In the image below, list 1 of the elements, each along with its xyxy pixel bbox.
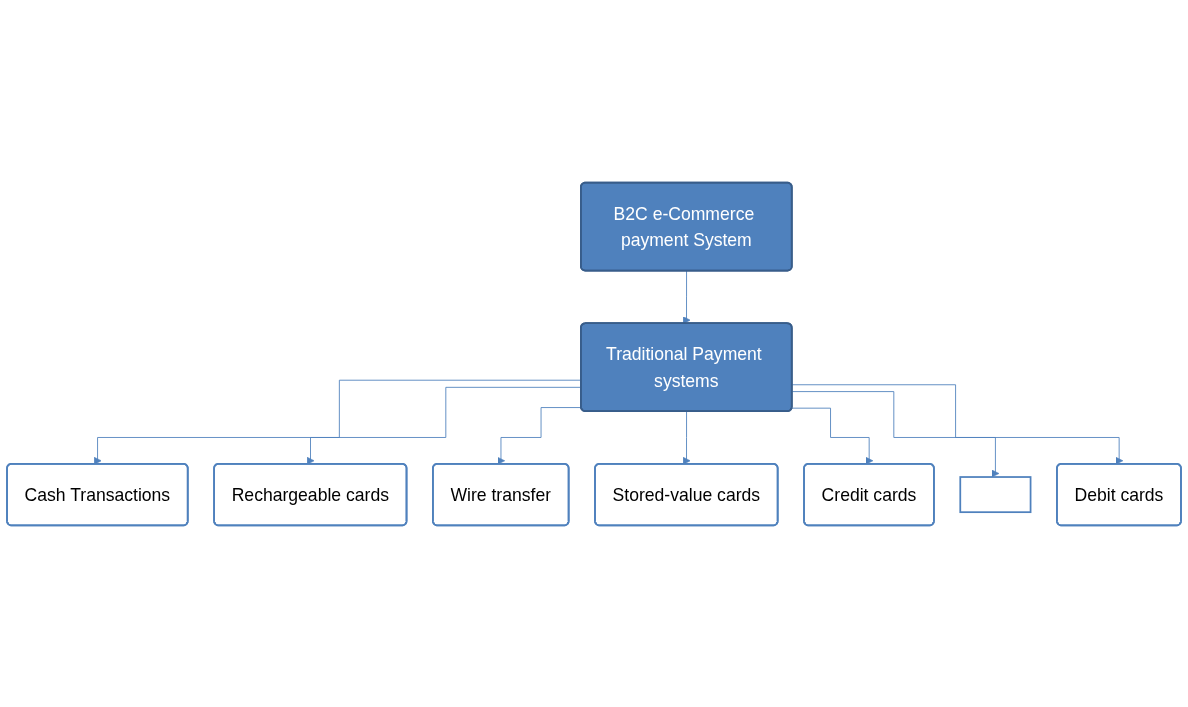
node-box	[959, 475, 1032, 513]
